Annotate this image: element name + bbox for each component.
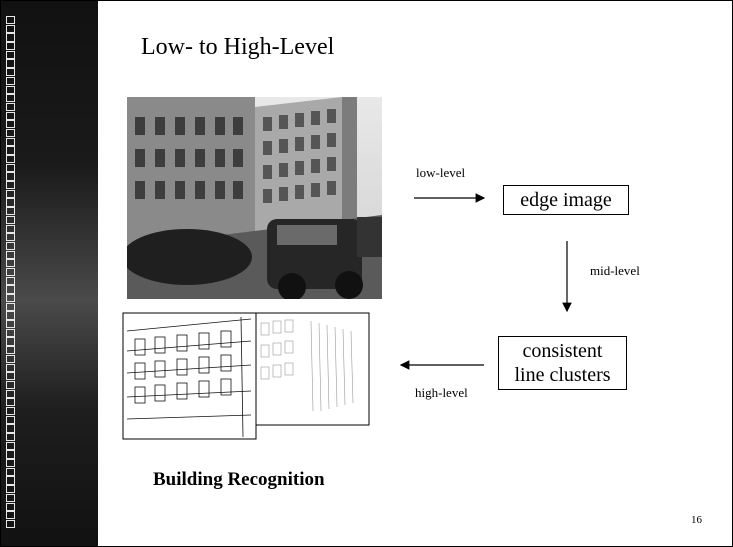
sidebar-square [6, 276, 15, 285]
sidebar-decoration [1, 1, 98, 546]
sidebar-square [6, 354, 15, 363]
line-clusters-box: consistent line clusters [498, 336, 627, 390]
sidebar-square [6, 111, 15, 120]
sidebar-square [6, 328, 15, 337]
sidebar-square [6, 224, 15, 233]
sidebar-square [6, 519, 15, 529]
sidebar-square [6, 502, 15, 511]
sidebar-square [6, 346, 15, 355]
sidebar-square [6, 146, 15, 155]
sidebar-box-column [6, 16, 17, 529]
caption: Building Recognition [153, 469, 325, 490]
sidebar-square [6, 389, 15, 398]
sidebar-square [6, 450, 15, 459]
sidebar-square [6, 476, 15, 485]
sidebar-square [6, 485, 15, 494]
sidebar-square [6, 198, 15, 207]
sidebar-square [6, 16, 15, 25]
sidebar-square [6, 415, 15, 424]
slide-title: Low- to High-Level [141, 34, 335, 60]
sidebar-square [6, 181, 15, 190]
sidebar-square [6, 250, 15, 259]
sidebar-square [6, 294, 15, 303]
page-number: 16 [691, 514, 702, 526]
sidebar-square [6, 441, 15, 450]
sidebar-square [6, 50, 15, 59]
line-clusters-line1: consistent [522, 340, 603, 362]
edge-images [122, 312, 370, 440]
sidebar-square [6, 33, 15, 42]
sidebar-square [6, 511, 15, 520]
sidebar-square [6, 337, 15, 346]
sidebar-square [6, 493, 15, 502]
sidebar-square [6, 259, 15, 268]
sidebar-square [6, 68, 15, 77]
high-level-label: high-level [415, 385, 468, 400]
sidebar-square [6, 285, 15, 294]
sidebar-square [6, 311, 15, 320]
sidebar-square [6, 424, 15, 433]
sidebar-square [6, 406, 15, 416]
sidebar-square [6, 207, 15, 216]
sidebar-square [6, 467, 15, 476]
street-photo [127, 97, 382, 299]
sidebar-square [6, 85, 15, 94]
sidebar-square [6, 241, 15, 251]
sidebar-square [6, 433, 15, 442]
sidebar-square [6, 372, 15, 381]
low-level-label: low-level [416, 165, 466, 180]
sidebar-square [6, 42, 15, 51]
sidebar-square [6, 24, 15, 33]
sidebar-square [6, 172, 15, 181]
sidebar-square [6, 155, 15, 164]
sidebar-square [6, 380, 15, 390]
sidebar-square [6, 59, 15, 68]
mid-level-label: mid-level [590, 263, 640, 278]
sidebar-square [6, 398, 15, 407]
sidebar-square [6, 320, 15, 329]
sidebar-square [6, 189, 15, 198]
sidebar-square [6, 120, 15, 129]
sidebar-square [6, 215, 15, 224]
edge-image-box: edge image [503, 185, 629, 215]
sidebar-square [6, 128, 15, 138]
sidebar-square [6, 267, 15, 277]
sidebar-square [6, 302, 15, 311]
line-clusters-line2: line clusters [514, 364, 611, 386]
sidebar-square [6, 163, 15, 172]
sidebar-square [6, 76, 15, 85]
sidebar-square [6, 102, 15, 112]
sidebar-square [6, 137, 15, 146]
sidebar-square [6, 459, 15, 468]
sidebar-square [6, 94, 15, 103]
sidebar-square [6, 233, 15, 242]
sidebar-square [6, 363, 15, 372]
